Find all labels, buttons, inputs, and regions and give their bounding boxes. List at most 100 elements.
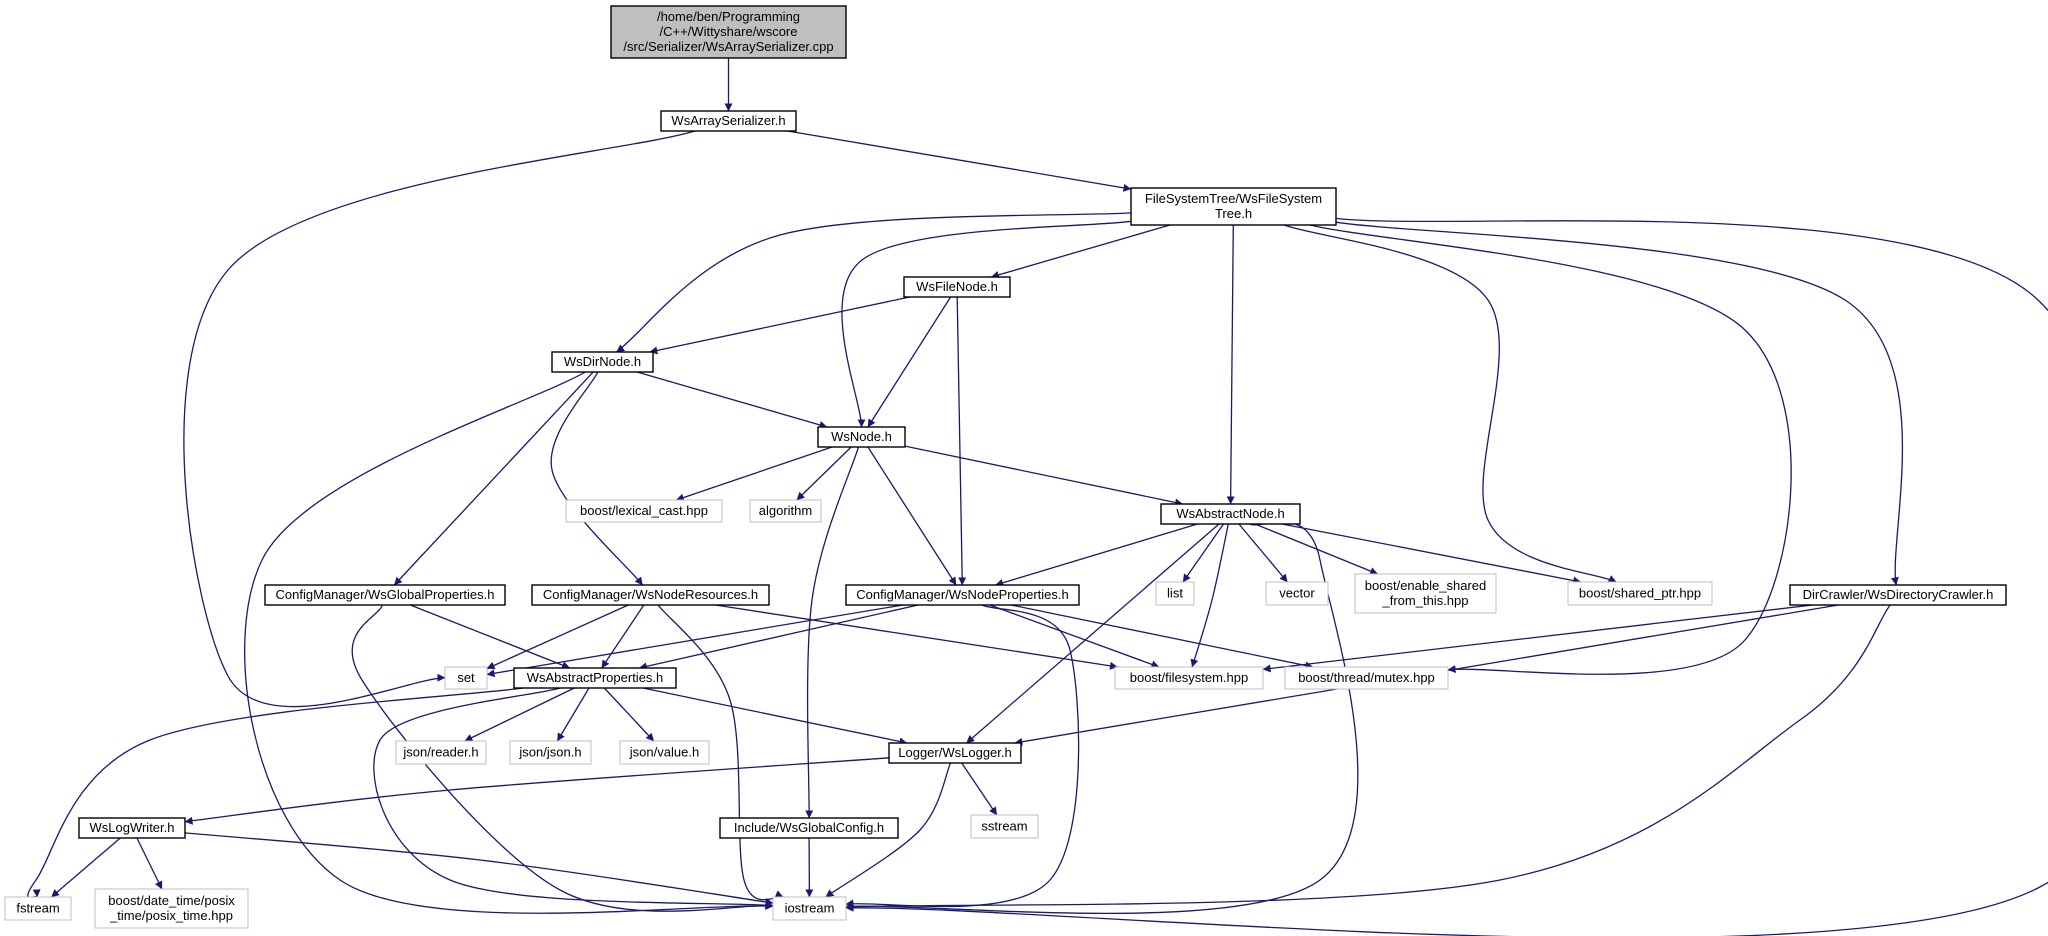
node-label: vector	[1279, 586, 1315, 601]
node-ws-file-node[interactable]: WsFileNode.h	[903, 276, 1011, 298]
node-label: ConfigManager/WsNodeProperties.h	[856, 587, 1068, 602]
node-label: sstream	[981, 819, 1027, 834]
node-box	[94, 888, 249, 929]
node-box	[1789, 584, 2007, 606]
node-json-reader: json/reader.h	[395, 740, 487, 765]
edge-ws-array-serializer-to-set	[183, 130, 696, 708]
node-box	[772, 896, 847, 921]
edge-ws-dir-node-to-ws-global-properties	[393, 371, 594, 586]
node-label: DirCrawler/WsDirectoryCrawler.h	[1803, 587, 1994, 602]
edge-ws-file-system-tree-to-boost-thread-mutex	[1309, 224, 1792, 675]
node-ws-abstract-node[interactable]: WsAbstractNode.h	[1160, 503, 1301, 525]
node-root[interactable]: /home/ben/Programming/C++/Wittyshare/wsc…	[610, 5, 847, 59]
node-label: _from_this.hpp	[1382, 593, 1469, 608]
edge-ws-file-system-tree-to-iostream	[845, 217, 2048, 936]
node-list: list	[1155, 581, 1195, 606]
node-ws-node-properties[interactable]: ConfigManager/WsNodeProperties.h	[845, 584, 1080, 606]
node-label: boost/lexical_cast.hpp	[580, 503, 708, 518]
node-vector: vector	[1265, 581, 1329, 606]
node-boost-enable-shared: boost/enable_shared_from_this.hpp	[1354, 573, 1497, 614]
node-algorithm: algorithm	[749, 499, 822, 523]
edge-ws-file-system-tree-to-ws-directory-crawler	[1335, 221, 1904, 586]
node-boost-posix-time: boost/date_time/posix_time/posix_time.hp…	[94, 888, 249, 929]
edge-ws-node-resources-to-set	[486, 604, 629, 670]
node-box	[1567, 581, 1713, 606]
node-boost-shared-ptr: boost/shared_ptr.hpp	[1567, 581, 1713, 606]
edge-ws-node-to-ws-node-properties	[867, 446, 957, 586]
node-box	[1265, 581, 1329, 606]
node-label: boost/date_time/posix	[108, 893, 235, 908]
node-sstream: sstream	[970, 814, 1039, 839]
edge-ws-logger-to-ws-log-writer	[184, 757, 890, 825]
node-layer: /home/ben/Programming/C++/Wittyshare/wsc…	[4, 5, 2007, 929]
node-box	[1354, 573, 1497, 614]
node-label: WsDirNode.h	[564, 354, 641, 369]
node-box	[264, 584, 506, 606]
node-ws-global-config[interactable]: Include/WsGlobalConfig.h	[719, 817, 899, 839]
node-ws-directory-crawler[interactable]: DirCrawler/WsDirectoryCrawler.h	[1789, 584, 2007, 606]
edge-ws-node-properties-to-boost-thread-mutex	[1011, 604, 1314, 670]
node-ws-logger[interactable]: Logger/WsLogger.h	[888, 742, 1022, 764]
edge-ws-node-resources-to-ws-abstract-properties	[601, 604, 645, 669]
edge-ws-node-to-algorithm	[796, 446, 852, 501]
node-box	[78, 817, 186, 839]
node-box	[903, 276, 1011, 298]
node-boost-thread-mutex: boost/thread/mutex.hpp	[1284, 666, 1449, 690]
edge-ws-file-node-to-ws-dir-node	[649, 296, 910, 355]
node-label: json/value.h	[629, 745, 699, 760]
edge-ws-logger-to-sstream	[961, 762, 998, 816]
node-label: WsFileNode.h	[916, 279, 998, 294]
edge-ws-file-system-tree-to-ws-node	[841, 220, 1132, 428]
edge-ws-logger-to-iostream	[825, 762, 952, 898]
edge-ws-abstract-node-to-iostream	[845, 521, 1359, 914]
edge-ws-log-writer-to-boost-posix-time	[136, 837, 163, 890]
node-box	[531, 584, 770, 606]
node-box	[565, 499, 723, 523]
edge-ws-node-resources-to-boost-filesystem	[715, 604, 1118, 670]
edge-ws-abstract-node-to-boost-enable-shared	[1254, 523, 1379, 575]
edge-ws-abstract-properties-to-json-value	[603, 687, 655, 742]
node-label: WsArraySerializer.h	[671, 113, 785, 128]
node-json-value: json/value.h	[619, 740, 710, 765]
node-boost-lexical-cast: boost/lexical_cast.hpp	[565, 499, 723, 523]
edge-ws-node-properties-to-set	[486, 604, 903, 678]
node-label: /C++/Wittyshare/wscore	[660, 24, 798, 39]
edge-ws-abstract-node-to-ws-logger	[966, 523, 1220, 744]
edge-ws-file-system-tree-to-ws-dir-node	[616, 212, 1132, 353]
node-label: boost/thread/mutex.hpp	[1298, 670, 1435, 685]
node-box	[1284, 666, 1449, 690]
node-box	[395, 740, 487, 765]
node-box	[888, 742, 1022, 764]
edge-ws-node-properties-to-iostream	[845, 604, 1080, 908]
node-label: Tree.h	[1215, 206, 1252, 221]
node-label: WsNode.h	[831, 429, 892, 444]
edge-ws-file-system-tree-to-boost-shared-ptr	[1283, 224, 1617, 583]
node-ws-abstract-properties[interactable]: WsAbstractProperties.h	[513, 667, 677, 689]
node-label: ConfigManager/WsNodeResources.h	[543, 587, 758, 602]
node-iostream: iostream	[772, 896, 847, 921]
edge-ws-abstract-node-to-boost-filesystem	[1190, 523, 1229, 668]
node-box	[551, 351, 654, 373]
node-ws-node-resources[interactable]: ConfigManager/WsNodeResources.h	[531, 584, 770, 606]
node-box	[619, 740, 710, 765]
node-box	[660, 110, 797, 132]
node-ws-global-properties[interactable]: ConfigManager/WsGlobalProperties.h	[264, 584, 506, 606]
node-label: WsLogWriter.h	[89, 820, 174, 835]
node-label: boost/filesystem.hpp	[1130, 670, 1249, 685]
edge-ws-abstract-node-to-boost-shared-ptr	[1281, 523, 1582, 585]
node-box	[817, 426, 906, 448]
node-label: fstream	[16, 901, 59, 916]
edge-ws-abstract-properties-to-fstream	[27, 687, 524, 898]
node-ws-dir-node[interactable]: WsDirNode.h	[551, 351, 654, 373]
node-label: algorithm	[759, 503, 812, 518]
edge-ws-abstract-node-to-vector	[1238, 523, 1288, 583]
node-ws-array-serializer[interactable]: WsArraySerializer.h	[660, 110, 797, 132]
node-ws-log-writer[interactable]: WsLogWriter.h	[78, 817, 186, 839]
node-label: WsAbstractNode.h	[1176, 506, 1284, 521]
node-ws-node[interactable]: WsNode.h	[817, 426, 906, 448]
node-label: WsAbstractProperties.h	[527, 670, 664, 685]
node-label: list	[1167, 586, 1183, 601]
node-set: set	[444, 666, 488, 690]
